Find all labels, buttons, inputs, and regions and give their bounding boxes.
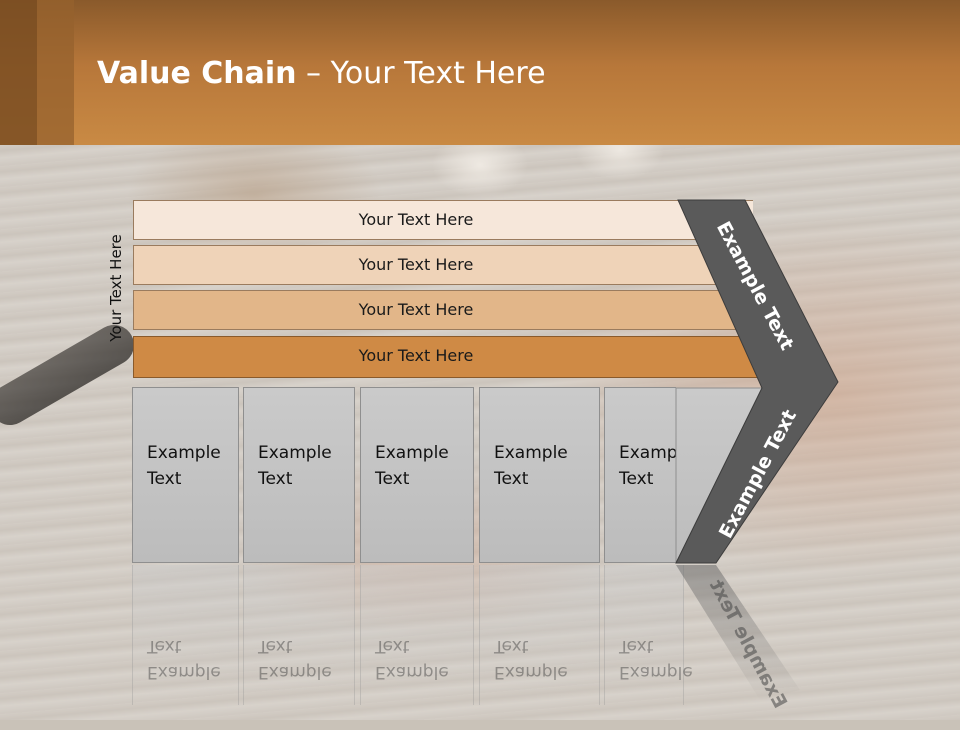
reflection-line1: Example xyxy=(375,662,449,682)
activity-box-line1: Example xyxy=(258,443,332,463)
activity-box-reflection: Example Text xyxy=(604,565,693,705)
value-bar-fill xyxy=(133,336,773,378)
slide-title: Value Chain – Your Text Here xyxy=(97,52,546,96)
activity-box-line2: Text xyxy=(147,469,182,489)
value-bar-shape xyxy=(133,336,773,378)
value-bar-fill xyxy=(133,245,753,285)
value-bar-shape xyxy=(133,200,753,240)
side-label-text: Your Text Here xyxy=(107,234,125,342)
activity-box-line1: Example xyxy=(147,443,221,463)
value-bar-label: Your Text Here xyxy=(358,346,474,365)
activity-box-reflection: Example Text xyxy=(243,565,355,705)
activity-box-line1: Example xyxy=(494,443,568,463)
activity-box-reflection: Example Text xyxy=(360,565,474,705)
activity-box-line2: Text xyxy=(619,469,654,489)
reflection-line1: Example xyxy=(494,662,568,682)
reflection-line2: Text xyxy=(494,636,529,656)
activity-box-line2: Text xyxy=(375,469,410,489)
reflection-line2: Text xyxy=(258,636,293,656)
value-bar-label: Your Text Here xyxy=(358,210,474,229)
reflection-line2: Text xyxy=(147,636,182,656)
activity-box-line2: Text xyxy=(258,469,293,489)
activity-box-reflection: Example Text xyxy=(132,565,239,705)
reflection-line1: Example xyxy=(258,662,332,682)
header-accent-stripe xyxy=(0,0,37,145)
activity-box-reflection: Example Text xyxy=(479,565,600,705)
reflection-line1: Example xyxy=(619,662,693,682)
header-band: Value Chain – Your Text Here xyxy=(0,0,960,145)
activity-box-line1: Example xyxy=(619,443,693,463)
value-bar-label: Your Text Here xyxy=(358,300,474,319)
reflection-line1: Example xyxy=(147,662,221,682)
activity-box-line2: Text xyxy=(494,469,529,489)
reflection-line2: Text xyxy=(619,636,654,656)
slide-title-rest: – Your Text Here xyxy=(296,56,546,91)
value-bar-shape xyxy=(133,290,753,330)
header-accent-stripe xyxy=(37,0,74,145)
value-bar-fill xyxy=(133,290,753,330)
value-bar-label: Your Text Here xyxy=(358,255,474,274)
reflection-line2: Text xyxy=(375,636,410,656)
activity-box-line1: Example xyxy=(375,443,449,463)
slide-title-bold: Value Chain xyxy=(97,56,297,91)
value-bar-shape xyxy=(133,245,753,285)
value-bar-fill xyxy=(133,200,753,240)
